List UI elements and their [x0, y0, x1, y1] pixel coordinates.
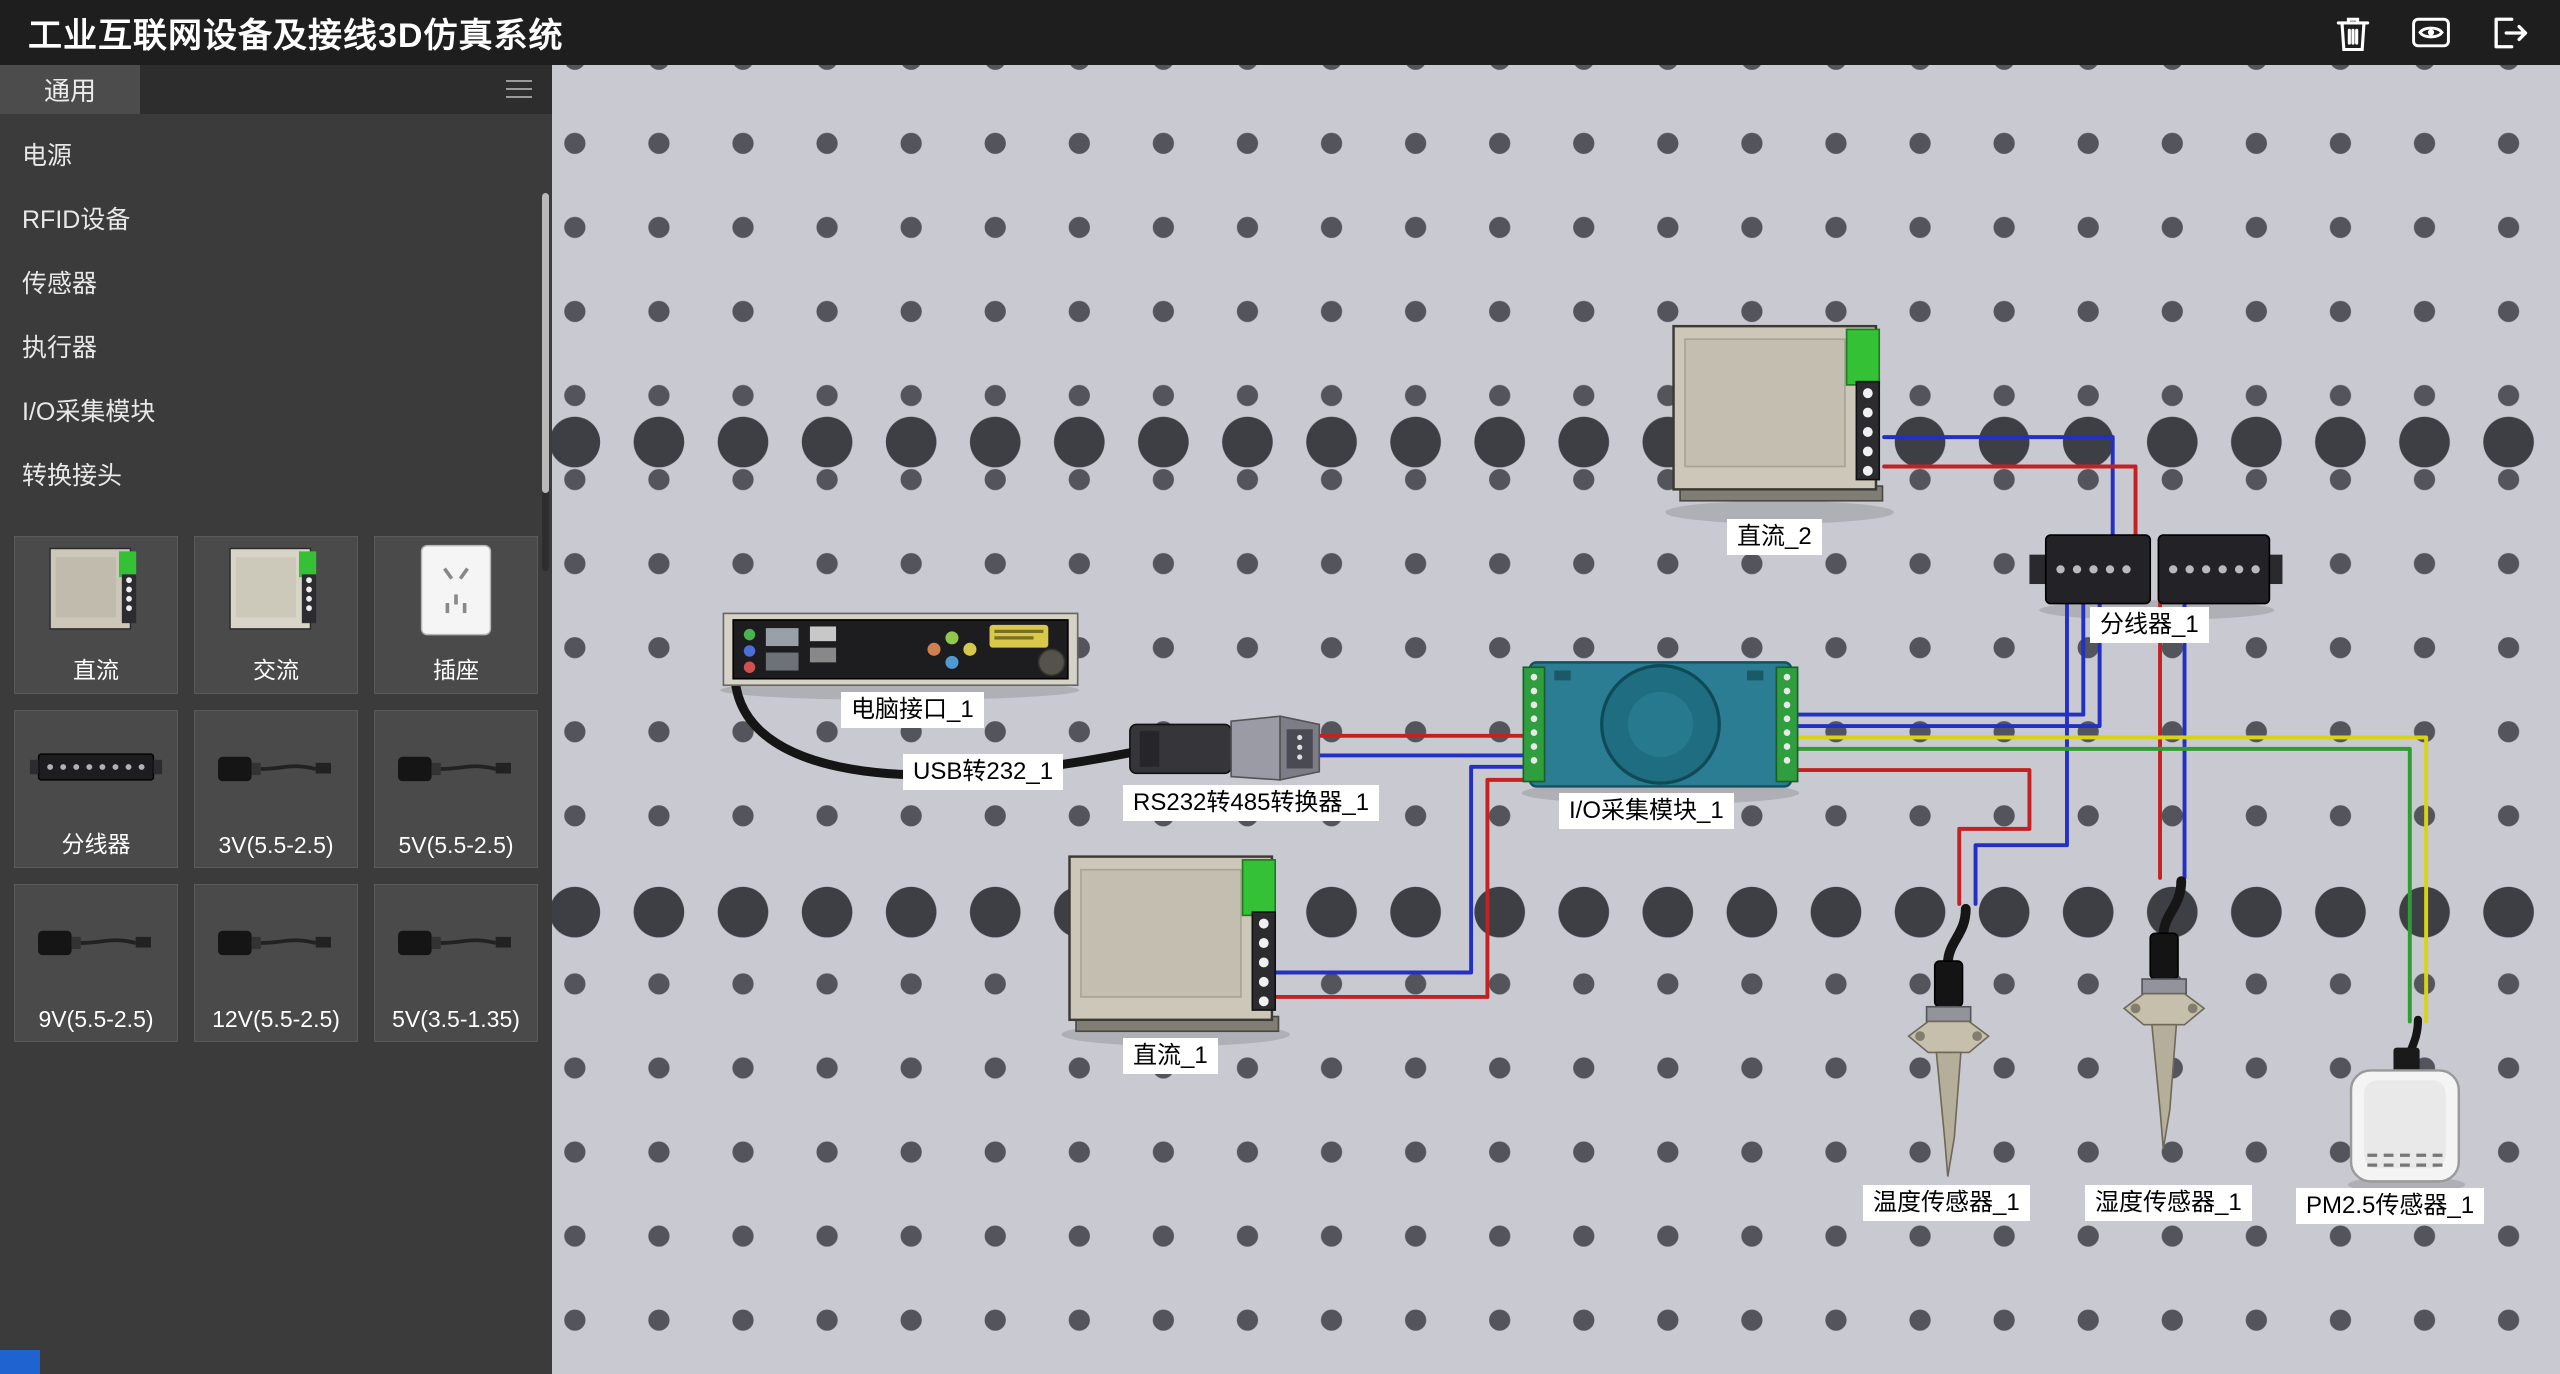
wire-red[interactable] — [1882, 464, 2138, 544]
device-label-io-module: I/O采集模块_1 — [1559, 793, 1734, 829]
device-pm25-sensor[interactable] — [2349, 1015, 2461, 1183]
device-label-dc-2: 直流_2 — [1727, 519, 1822, 555]
device-dc-1[interactable] — [1070, 857, 1279, 1032]
sidebar-scrollbar[interactable] — [542, 193, 549, 571]
device-rs232-485[interactable] — [1129, 715, 1321, 781]
sidebar-tabrow: 通用 — [0, 65, 552, 114]
app-header: 工业互联网设备及接线3D仿真系统 — [0, 0, 2560, 65]
wire-blue[interactable] — [1973, 598, 2069, 906]
app-title: 工业互联网设备及接线3D仿真系统 — [28, 17, 564, 55]
delete-button[interactable] — [2328, 8, 2378, 58]
component-palette: 直流 交流 插座 — [0, 536, 552, 1042]
device-label-pc-interface: 电脑接口_1 — [841, 692, 984, 728]
power-adapter-thumb — [398, 930, 511, 956]
sidebar-item-adapter[interactable]: 转换接头 — [22, 462, 123, 490]
power-adapter-thumb — [218, 756, 331, 782]
wire-red[interactable] — [1789, 768, 2032, 906]
palette-card-dc[interactable]: 直流 — [14, 536, 178, 694]
wire-blue[interactable] — [1882, 435, 2115, 544]
view-button[interactable] — [2406, 8, 2456, 58]
power-adapter-thumb — [38, 930, 151, 956]
palette-card-label: 5V(5.5-2.5) — [398, 832, 514, 858]
sidebar-item-sensor[interactable]: 传感器 — [22, 270, 98, 298]
device-label-usb-to-232: USB转232_1 — [903, 754, 1064, 790]
ac-supply-thumb — [229, 547, 317, 630]
wire-yellow[interactable] — [1789, 735, 2429, 1024]
palette-card-5v-5525[interactable]: 5V(5.5-2.5) — [374, 710, 538, 868]
device-label-pm25-sensor: PM2.5传感器_1 — [2296, 1188, 2485, 1224]
pegboard-large-holes-row1 — [552, 409, 2560, 475]
palette-card-label: 5V(3.5-1.35) — [392, 1006, 520, 1032]
palette-card-label: 3V(5.5-2.5) — [218, 832, 334, 858]
menu-toggle-button[interactable] — [504, 78, 534, 105]
view-icon — [2412, 17, 2450, 47]
category-menu: 电源 RFID设备 传感器 执行器 I/O采集模块 转换接头 — [0, 114, 552, 508]
device-label-dc-1: 直流_1 — [1123, 1038, 1218, 1074]
device-io-module[interactable] — [1522, 661, 1799, 788]
exit-button[interactable] — [2484, 8, 2534, 58]
splitter-thumb — [29, 753, 163, 781]
power-adapter-thumb — [398, 756, 511, 782]
palette-card-ac[interactable]: 交流 — [194, 536, 358, 694]
palette-card-label: 直流 — [73, 657, 119, 683]
sidebar-item-io-module[interactable]: I/O采集模块 — [22, 398, 156, 426]
device-label-temp-sensor: 温度传感器_1 — [1863, 1185, 2030, 1221]
device-label-humidity-sensor: 湿度传感器_1 — [2085, 1185, 2252, 1221]
pegboard-large-holes-row2 — [552, 879, 2560, 945]
wire-red[interactable] — [1268, 777, 1532, 999]
palette-card-label: 12V(5.5-2.5) — [212, 1006, 340, 1032]
corner-blue-element[interactable] — [0, 1350, 40, 1374]
tab-general[interactable]: 通用 — [0, 65, 140, 114]
dc-supply-thumb — [49, 547, 137, 630]
device-label-splitter: 分线器_1 — [2090, 607, 2209, 643]
palette-card-label: 分线器 — [61, 831, 131, 857]
wire-green[interactable] — [1789, 746, 2412, 1024]
power-adapter-thumb — [218, 930, 331, 956]
palette-card-socket[interactable]: 插座 — [374, 536, 538, 694]
device-splitter-1[interactable] — [2029, 534, 2283, 605]
palette-card-12v[interactable]: 12V(5.5-2.5) — [194, 884, 358, 1042]
device-label-rs232-to-485: RS232转485转换器_1 — [1123, 785, 1380, 821]
socket-thumb — [420, 544, 492, 636]
device-pc-interface[interactable] — [722, 612, 1079, 687]
palette-card-9v[interactable]: 9V(5.5-2.5) — [14, 884, 178, 1042]
palette-card-5v-3513[interactable]: 5V(3.5-1.35) — [374, 884, 538, 1042]
wire-blue[interactable] — [1789, 598, 2086, 717]
sidebar-item-power[interactable]: 电源 — [22, 142, 73, 170]
hamburger-icon — [506, 80, 532, 98]
palette-card-splitter[interactable]: 分线器 — [14, 710, 178, 868]
trash-icon — [2336, 17, 2370, 51]
wire-blue[interactable] — [1268, 764, 1532, 975]
sidebar-item-rfid[interactable]: RFID设备 — [22, 206, 131, 234]
component-sidebar: 通用 电源 RFID设备 传感器 执行器 I/O采集模块 转换接头 直流 — [0, 65, 552, 1374]
palette-card-3v[interactable]: 3V(5.5-2.5) — [194, 710, 358, 868]
exit-icon — [2494, 17, 2528, 48]
device-dc-2[interactable] — [1674, 326, 1883, 501]
workspace-canvas[interactable]: 电脑接口_1 USB转232_1 RS232转485转换器_1 I/O采集模块_… — [552, 65, 2560, 1374]
header-toolbar — [2328, 8, 2534, 58]
sidebar-item-actuator[interactable]: 执行器 — [22, 334, 98, 362]
palette-card-label: 9V(5.5-2.5) — [38, 1006, 154, 1032]
palette-card-label: 交流 — [253, 657, 299, 683]
palette-card-label: 插座 — [433, 657, 479, 683]
